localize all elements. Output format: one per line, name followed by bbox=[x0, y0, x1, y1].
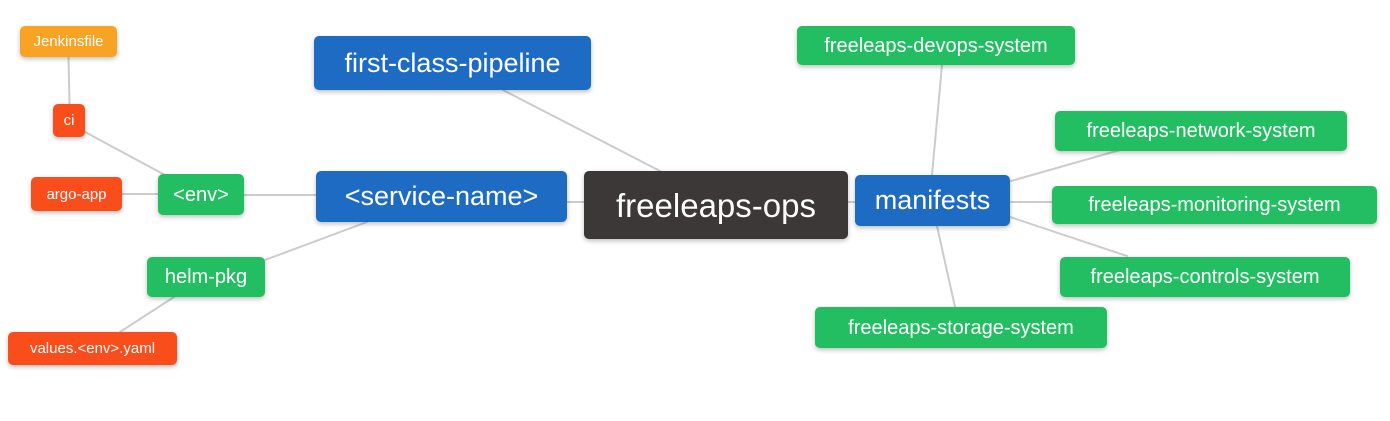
node-ci[interactable]: ci bbox=[53, 104, 85, 137]
edge-helm-pkg-values-env-yaml bbox=[119, 296, 175, 333]
node-values-env-yaml[interactable]: values.<env>.yaml bbox=[8, 332, 177, 365]
node-freeleaps-monitoring-system[interactable]: freeleaps-monitoring-system bbox=[1052, 186, 1377, 224]
edge-jenkinsfile-ci bbox=[67, 57, 71, 105]
node-freeleaps-network-system[interactable]: freeleaps-network-system bbox=[1055, 111, 1347, 151]
edge-manifests-controls-system bbox=[1009, 216, 1128, 257]
edge-manifests-devops-system bbox=[931, 64, 943, 176]
edge-first-class-pipeline-ops bbox=[502, 89, 663, 173]
node-argo-app[interactable]: argo-app bbox=[31, 177, 122, 211]
edge-ci-env bbox=[84, 131, 166, 176]
edge-manifests-storage-system bbox=[936, 225, 956, 308]
edge-service-name-helm-pkg bbox=[264, 221, 368, 261]
node-freeleaps-devops-system[interactable]: freeleaps-devops-system bbox=[797, 26, 1075, 65]
node-jenkinsfile[interactable]: Jenkinsfile bbox=[20, 26, 117, 57]
edge-manifests-network-system bbox=[1010, 149, 1121, 182]
node-first-class-pipeline[interactable]: first-class-pipeline bbox=[314, 36, 591, 90]
node-freeleaps-storage-system[interactable]: freeleaps-storage-system bbox=[815, 307, 1107, 348]
node-manifests[interactable]: manifests bbox=[855, 175, 1010, 226]
node-service-name[interactable]: <service-name> bbox=[316, 171, 567, 222]
node-env[interactable]: <env> bbox=[158, 174, 244, 215]
node-freeleaps-ops[interactable]: freeleaps-ops bbox=[584, 171, 848, 239]
node-freeleaps-controls-system[interactable]: freeleaps-controls-system bbox=[1060, 257, 1350, 297]
node-helm-pkg[interactable]: helm-pkg bbox=[147, 257, 265, 297]
